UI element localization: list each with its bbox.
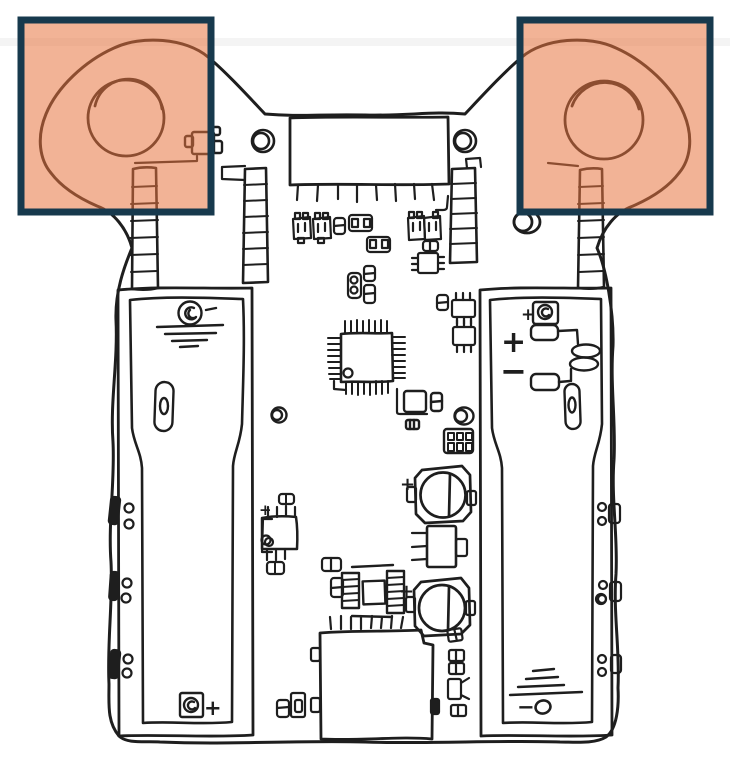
passives-above-mcu (346, 264, 377, 305)
right-battery-compartment (478, 286, 614, 738)
plus-left-clip: + (259, 501, 272, 519)
mounting-hole-left (270, 406, 288, 424)
battery-coil-right (529, 323, 602, 392)
dip6-footprint (442, 427, 475, 455)
screw-hole-top-left (250, 128, 276, 154)
passives-right-of-module (446, 626, 471, 718)
battery-spring-lines-right (508, 667, 584, 697)
minus-right-battery: − (500, 352, 527, 390)
pin1-dot (342, 367, 354, 379)
plus-cap-bottom: + (399, 581, 414, 602)
hole-ellipse-right (453, 406, 475, 426)
plus-cap-top: + (400, 474, 415, 495)
symbol-labels: + + + + − + + − (204, 305, 535, 720)
battery-terminal-left-top (177, 300, 218, 326)
pin-header-inner-left (220, 164, 270, 285)
side-contacts-right (596, 501, 623, 678)
passives-bottom-left (275, 691, 307, 719)
soic8-ic (260, 492, 299, 576)
transformer-inductor (320, 556, 406, 619)
passives-right-of-mcu (395, 387, 444, 431)
faint-band (0, 38, 730, 46)
highlight-box-left-motor[interactable] (17, 16, 215, 216)
battery-spring-lines-left (155, 323, 225, 349)
top-connector (288, 115, 451, 204)
plus-right-battery: + (501, 325, 526, 360)
battery-pill-left (153, 380, 175, 433)
plus-left-battery: + (204, 696, 222, 720)
card-module (309, 614, 441, 741)
minus-bottom-right: − (517, 695, 535, 719)
left-battery-compartment (116, 286, 255, 738)
sketch-ink (38, 38, 692, 745)
highlight-box-right-motor[interactable] (516, 16, 714, 216)
qfp-microcontroller (327, 319, 406, 396)
battery-pill-right (563, 382, 582, 431)
left-contact-clip (260, 517, 274, 554)
screw-hole-top-right (452, 128, 478, 154)
battery-contact-circle-right (534, 699, 552, 715)
side-contacts-left (107, 495, 135, 680)
pin-header-inner-right (434, 156, 483, 265)
plus-right-terminal: + (521, 305, 535, 325)
regulator-between-caps (410, 524, 469, 569)
sot-fuse-row (291, 210, 446, 275)
small-ics-right (435, 291, 477, 354)
battery-terminal-left-bottom (178, 691, 205, 719)
electrolytic-cap-top (405, 464, 478, 525)
electrolytic-cap-bottom (404, 576, 477, 638)
